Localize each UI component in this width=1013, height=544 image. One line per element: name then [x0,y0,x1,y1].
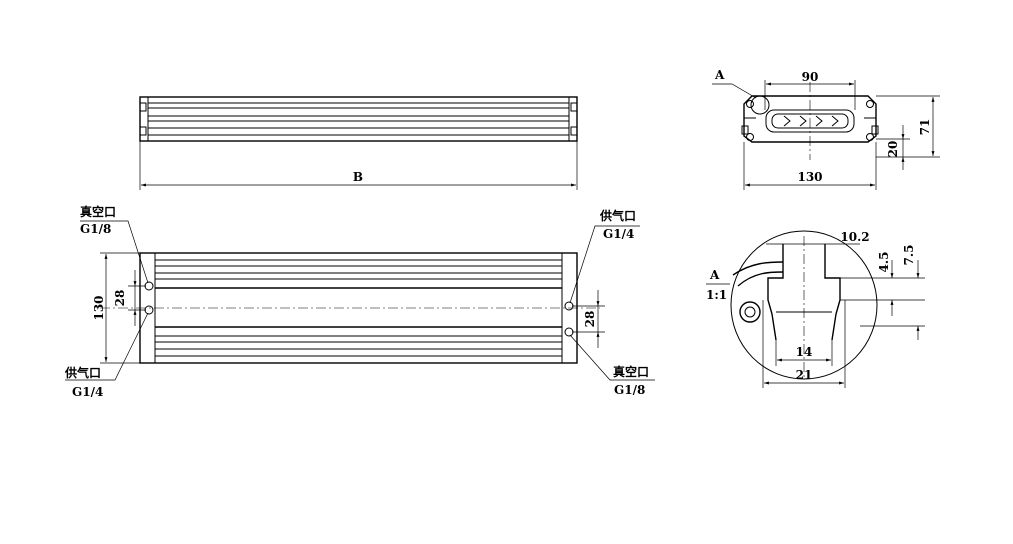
section-detail-callout: A [714,68,725,82]
left-air-port-spec: G1/4 [72,385,103,399]
right-vacuum-port-hole [564,327,574,337]
right-air-port-hole [564,301,574,311]
depth-large-dimension: 7.5 [902,245,916,266]
front-height-dimension: 130 [92,295,106,320]
detail-scale: 1:1 [706,288,727,302]
section-lower-height-dimension: 20 [886,141,900,158]
right-air-port-spec: G1/4 [603,227,634,241]
section-bottom-width-dimension: 130 [797,170,822,184]
top-view-outline [139,96,578,142]
left-air-port-name: 供气口 [64,365,101,380]
right-air-leader [569,225,640,304]
right-air-port-name: 供气口 [599,208,636,223]
outer-width-dimension: 21 [796,368,813,382]
detail-label: A [709,268,720,282]
left-vacuum-leader [80,220,149,284]
section-top-width-dimension: 90 [802,70,819,84]
left-air-leader [65,312,149,381]
left-air-port-hole [144,305,154,315]
right-vacuum-leader [569,334,655,381]
detail-view: 10.2 4.5 7.5 14 21 A 1:1 [706,230,925,388]
front-view: 130 28 28 真空口 G1/8 供气口 G1/4 供气口 G1/4 真空口… [64,204,655,399]
section-view: 90 130 71 20 A [712,68,940,190]
depth-small-dimension: 4.5 [877,252,891,273]
detail-boundary [730,230,878,380]
right-spacing-dimension: 28 [583,311,597,328]
left-vacuum-port-name: 真空口 [80,204,116,219]
left-spacing-dimension: 28 [113,290,127,307]
length-dimension-label: B [353,170,363,184]
right-vacuum-port-spec: G1/8 [614,383,645,397]
slot-dimension: 10.2 [840,230,869,244]
top-view: B [139,96,578,190]
left-vacuum-port-hole [144,281,154,291]
left-vacuum-port-spec: G1/8 [80,222,111,236]
right-vacuum-port-name: 真空口 [613,364,649,379]
inner-width-dimension: 14 [796,345,813,359]
section-height-dimension: 71 [918,119,932,136]
